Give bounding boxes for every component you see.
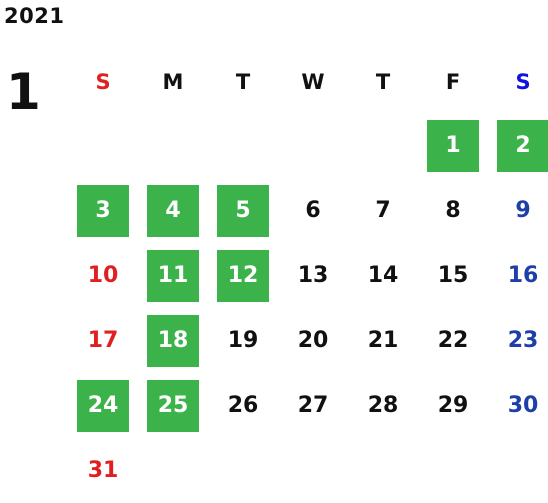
weekday-header-saturday: S — [515, 70, 531, 94]
day-cell-11[interactable]: 11 — [147, 250, 199, 302]
day-cell-1[interactable]: 1 — [427, 120, 479, 172]
day-cell-5[interactable]: 5 — [217, 185, 269, 237]
day-cell-13: 13 — [297, 263, 329, 288]
weekday-header-thursday: T — [375, 70, 391, 94]
day-cell-30: 30 — [507, 393, 539, 418]
day-cell-24[interactable]: 24 — [77, 380, 129, 432]
day-cell-7: 7 — [375, 198, 391, 223]
day-cell-28: 28 — [367, 393, 399, 418]
day-cell-17: 17 — [87, 328, 119, 353]
day-cell-29: 29 — [437, 393, 469, 418]
day-cell-4[interactable]: 4 — [147, 185, 199, 237]
day-cell-19: 19 — [227, 328, 259, 353]
weekday-header-wednesday: W — [301, 70, 325, 94]
day-cell-9: 9 — [515, 198, 531, 223]
weekday-header-friday: F — [445, 70, 461, 94]
day-cell-20: 20 — [297, 328, 329, 353]
day-cell-23: 23 — [507, 328, 539, 353]
day-cell-21: 21 — [367, 328, 399, 353]
day-cell-3[interactable]: 3 — [77, 185, 129, 237]
day-cell-2[interactable]: 2 — [497, 120, 548, 172]
day-cell-31: 31 — [87, 458, 119, 483]
day-cell-8: 8 — [445, 198, 461, 223]
day-cell-25[interactable]: 25 — [147, 380, 199, 432]
day-cell-15: 15 — [437, 263, 469, 288]
day-cell-16: 16 — [507, 263, 539, 288]
weekday-header-tuesday: T — [235, 70, 251, 94]
day-cell-14: 14 — [367, 263, 399, 288]
day-cell-12[interactable]: 12 — [217, 250, 269, 302]
weekday-header-monday: M — [162, 70, 184, 94]
day-cell-10: 10 — [87, 263, 119, 288]
day-cell-26: 26 — [227, 393, 259, 418]
weekday-header-row: S M T W T F S — [70, 62, 548, 102]
weekday-header-sunday: S — [95, 70, 111, 94]
day-cell-18[interactable]: 18 — [147, 315, 199, 367]
day-cell-6: 6 — [305, 198, 321, 223]
month-number: 1 — [6, 63, 41, 121]
day-cell-27: 27 — [297, 393, 329, 418]
year-label: 2021 — [4, 4, 65, 28]
day-cell-22: 22 — [437, 328, 469, 353]
